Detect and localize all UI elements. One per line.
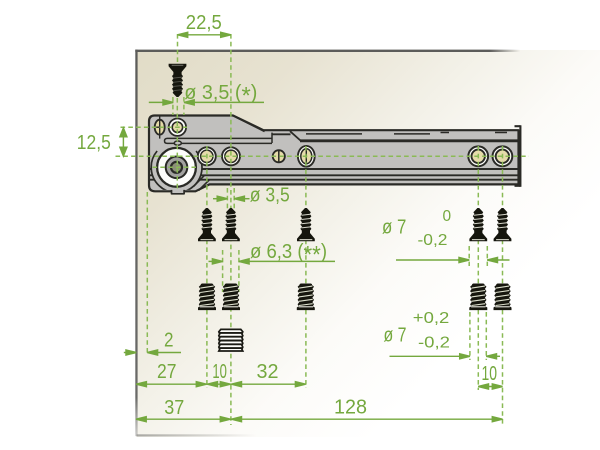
svg-text:128: 128 [334,397,367,419]
svg-text:27: 27 [157,361,177,383]
svg-text:10: 10 [212,361,227,383]
svg-text:37: 37 [164,397,184,419]
svg-text:-0,2: -0,2 [418,232,448,249]
svg-text:ø 3,5: ø 3,5 [250,185,290,207]
svg-text:2: 2 [164,329,174,351]
svg-text:ø 7: ø 7 [382,216,406,238]
svg-text:10: 10 [482,363,498,385]
svg-text:12,5: 12,5 [77,132,111,154]
svg-text:+0,2: +0,2 [413,310,450,327]
svg-text:ø 7: ø 7 [384,324,407,346]
svg-text:0: 0 [443,208,452,225]
svg-text:32: 32 [257,361,279,383]
svg-text:-0,2: -0,2 [418,335,450,352]
svg-text:22,5: 22,5 [186,12,222,34]
